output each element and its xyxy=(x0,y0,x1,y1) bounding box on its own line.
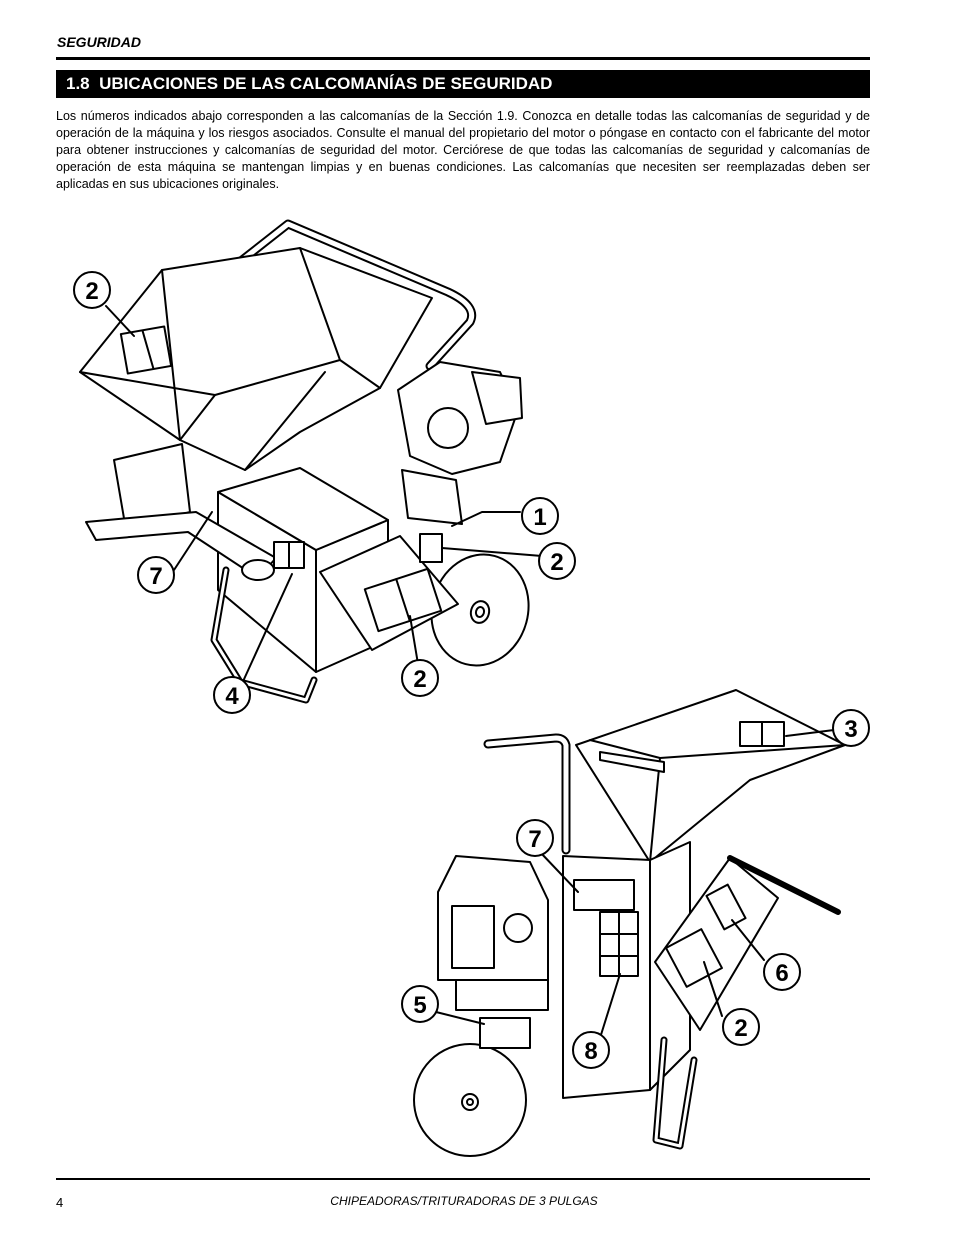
heading-title: UBICACIONES DE LAS CALCOMANÍAS DE SEGURI… xyxy=(99,74,553,93)
callout-circle xyxy=(521,497,559,535)
callout-number: 5 xyxy=(413,992,426,1019)
callout-number: 2 xyxy=(550,549,563,576)
callout-circle xyxy=(516,819,554,857)
callout-circle xyxy=(538,542,576,580)
intro-paragraph: Los números indicados abajo corresponden… xyxy=(56,109,870,191)
callout-circle xyxy=(401,985,439,1023)
top-machine-illustration xyxy=(79,219,543,704)
callout-circle xyxy=(572,1031,610,1069)
callout-circle xyxy=(763,953,801,991)
callout-number: 8 xyxy=(584,1038,597,1065)
section-label: SEGURIDAD xyxy=(57,34,142,50)
callout-circle xyxy=(213,676,251,714)
section-heading: 1.8 UBICACIONES DE LAS CALCOMANÍAS DE SE… xyxy=(56,70,870,98)
callout-number: 4 xyxy=(225,683,239,710)
callout-circle xyxy=(722,1008,760,1046)
page-number: 4 xyxy=(56,1195,64,1210)
callout-number: 7 xyxy=(149,563,162,590)
heading-number: 1.8 xyxy=(66,74,90,93)
callout-number: 2 xyxy=(85,278,98,305)
callouts-bottom xyxy=(401,709,870,1069)
callout-circle xyxy=(832,709,870,747)
callout-circle xyxy=(137,556,175,594)
footer-rule xyxy=(56,1178,870,1180)
callouts-top xyxy=(73,271,576,714)
callout-number: 2 xyxy=(413,666,426,693)
callout-circle xyxy=(401,659,439,697)
callout-number: 2 xyxy=(734,1015,747,1042)
callout-number: 1 xyxy=(533,504,546,531)
footer-title: CHIPEADORAS/TRITURADORAS DE 3 PULGAS xyxy=(330,1194,598,1208)
callout-number: 6 xyxy=(775,960,788,987)
header-rule xyxy=(56,57,870,60)
callout-number: 7 xyxy=(528,826,541,853)
callout-number: 3 xyxy=(844,716,857,743)
bottom-machine-illustration xyxy=(413,689,846,1157)
callout-circle xyxy=(73,271,111,309)
